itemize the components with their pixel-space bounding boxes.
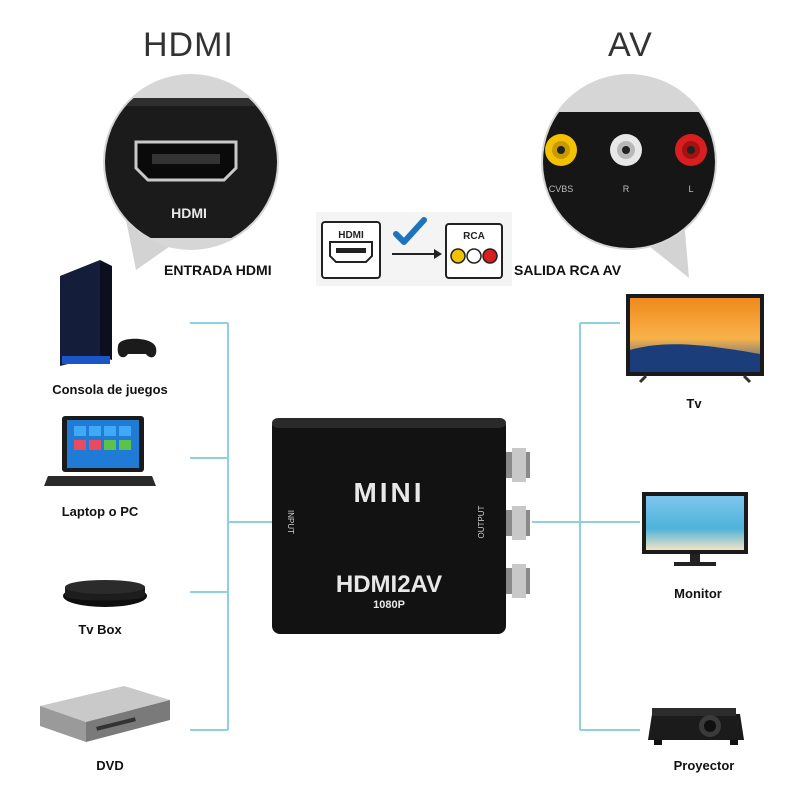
tv-icon [626, 294, 764, 384]
tv-box-icon [63, 580, 147, 607]
source-label-dvd: DVD [96, 758, 124, 773]
rca-small-icon: RCA [445, 223, 503, 279]
jack-label-r: R [623, 184, 630, 194]
projector-icon [648, 708, 744, 745]
converter-rca-jacks [506, 448, 530, 598]
laptop-icon [44, 416, 156, 486]
rca-icon-text: RCA [463, 231, 485, 242]
conversion-flow: HDMI RCA [316, 212, 512, 286]
hdmi-port-label: HDMI [171, 205, 207, 221]
jack-label-l: L [688, 184, 693, 194]
jack-label-cvbs: CVBS [549, 184, 574, 194]
output-label-projector: Proyector [673, 758, 735, 773]
game-console-icon [60, 260, 157, 366]
converter-brand: MINI [353, 477, 424, 508]
converter-input-label: INPUT [286, 510, 295, 534]
source-label-laptop: Laptop o PC [61, 504, 139, 519]
monitor-icon [642, 492, 748, 566]
output-label-tv: Tv [686, 396, 702, 411]
hdmi-port-zoom: HDMI [103, 74, 279, 270]
hdmi-header: HDMI [143, 26, 234, 64]
dvd-player-icon [40, 686, 170, 742]
hdmi-icon-text: HDMI [338, 230, 364, 241]
output-flow-label: SALIDA RCA AV [514, 262, 622, 278]
av-header: AV [608, 26, 653, 64]
output-label-monitor: Monitor [674, 586, 722, 601]
converter-resolution: 1080P [373, 599, 405, 611]
checkmark-icon [393, 217, 427, 245]
input-flow-label: ENTRADA HDMI [164, 262, 272, 278]
hdmi2av-converter: MINI HDMI2AV 1080P INPUT OUTPUT [272, 418, 530, 634]
source-label-console: Consola de juegos [52, 382, 168, 397]
source-label-tvbox: Tv Box [78, 622, 122, 637]
converter-output-label: OUTPUT [477, 505, 486, 538]
rca-jacks-zoom: CVBS R L [541, 74, 717, 278]
converter-model: HDMI2AV [336, 571, 442, 598]
hdmi-small-icon: HDMI [321, 221, 381, 279]
